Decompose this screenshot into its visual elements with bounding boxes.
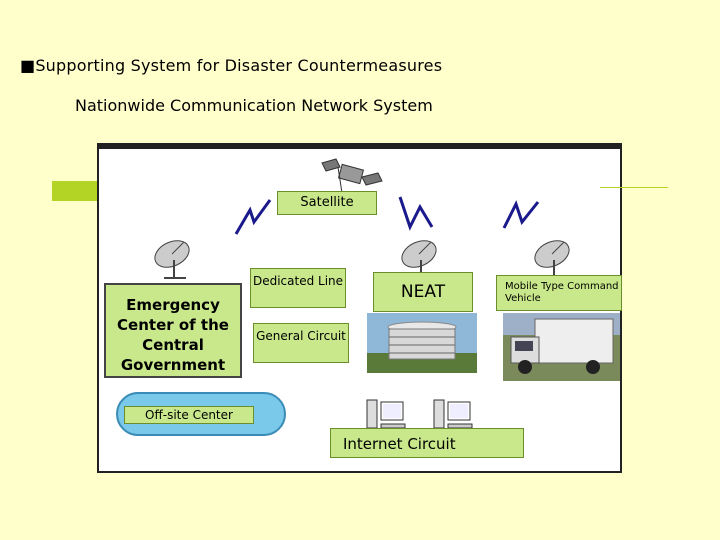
page-title: ■Supporting System for Disaster Counterm… [20,56,442,75]
title-text: Supporting System for Disaster Counterme… [35,56,443,75]
computer-icon [433,399,473,429]
accent-bar [52,181,100,201]
page-subtitle: Nationwide Communication Network System [75,96,433,115]
satellite-label: Satellite [277,191,377,215]
lightning-icon [398,196,434,231]
neat-label: NEAT [373,272,473,312]
satellite-dish-icon [534,240,570,279]
satellite-dish-icon [154,240,190,279]
building-photo [367,313,477,373]
bullet: ■ [20,56,36,75]
computer-icon [366,399,406,429]
internet-circuit-label: Internet Circuit [330,428,524,458]
dedicated-line-label: Dedicated Line [250,268,346,308]
satellite-icon [321,158,383,194]
mobile-vehicle-label: Mobile Type Command Vehicle [496,275,622,311]
lightning-icon [234,199,272,235]
general-circuit-label: General Circuit [253,323,349,363]
emergency-center-label: Emergency Center of the Central Governme… [104,283,242,378]
offsite-center-label: Off-site Center [124,406,254,424]
accent-line [600,187,668,188]
lightning-icon [502,200,540,229]
truck-photo [503,313,620,381]
